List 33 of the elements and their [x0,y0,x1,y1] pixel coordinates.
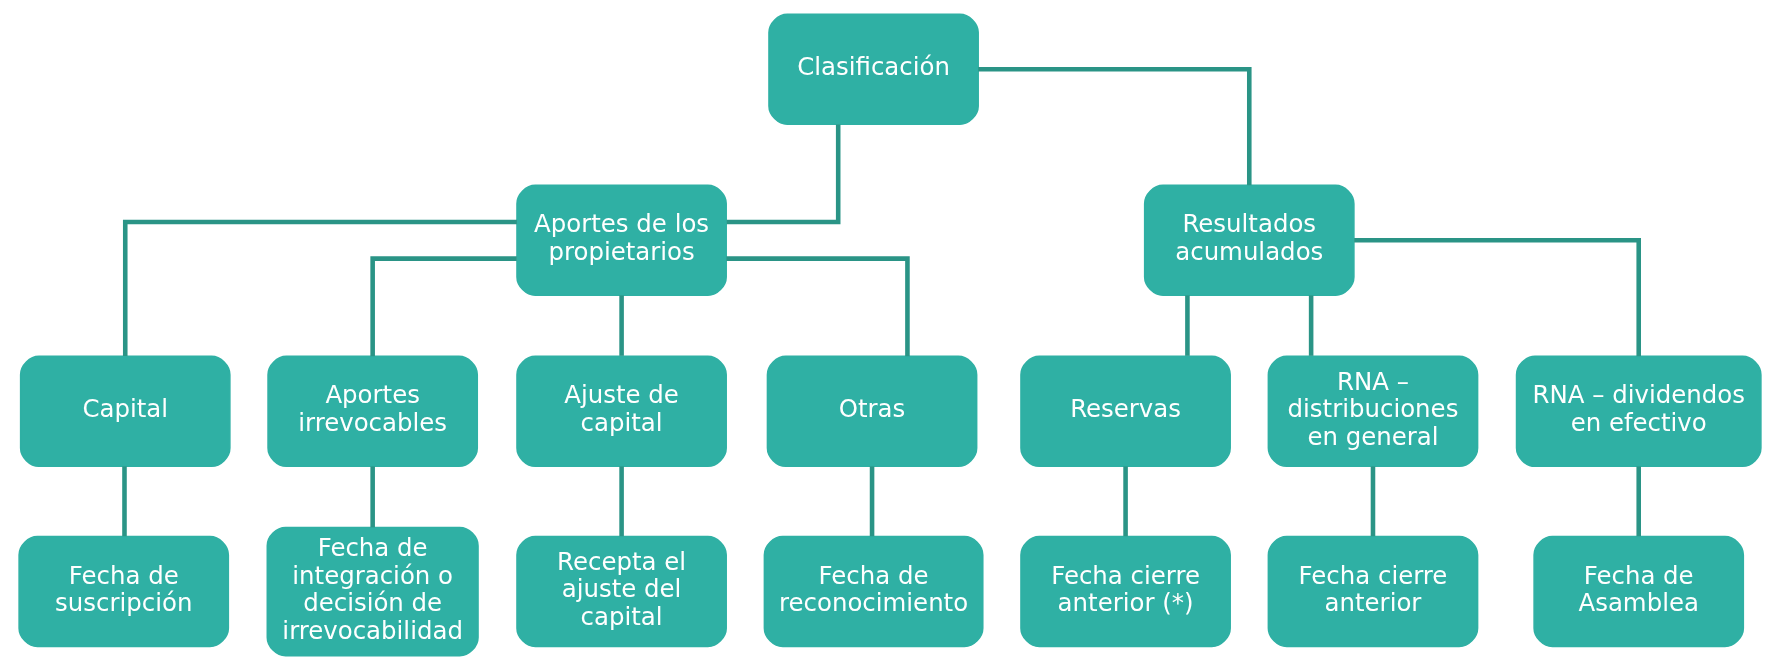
connector [1354,238,1641,357]
node-box: Fecha de Asamblea [1533,535,1745,648]
connector [1308,295,1314,356]
node-box: Aportes irrevocables [267,355,479,468]
node-box: Resultados acumulados [1143,184,1355,297]
connector [726,256,910,357]
connector [619,295,624,356]
node-box: Fecha de reconocimiento [763,535,984,648]
connector [726,124,841,225]
node-box: Fecha de suscripción [18,535,230,648]
connector [1636,466,1641,537]
node-box: Otras [766,355,978,468]
node-box: Ajuste de capital [516,355,727,468]
node-box: Fecha cierre anterior [1267,535,1479,648]
connector [122,466,127,537]
connector [1185,295,1190,356]
connector [370,256,517,357]
connector [1370,466,1376,537]
connector [370,466,375,528]
node-box: Reservas [1020,355,1231,468]
connector [122,219,517,357]
node-box: Recepta el ajuste del capital [516,535,727,648]
connector [978,66,1252,186]
node-box: Fecha de integración o decisión de irrevocabilidad [266,526,479,657]
node-box: Aportes de los propietarios [516,184,727,297]
connector [869,466,875,537]
node-box: Clasificación [768,13,979,125]
node-box: Capital [19,355,231,468]
node-box: Fecha cierre anterior (*) [1020,535,1231,648]
connector [1123,466,1128,537]
node-box: RNA – dividendos en efectivo [1515,355,1762,468]
connector [619,466,624,537]
node-box: RNA – distribuciones en general [1267,355,1479,468]
